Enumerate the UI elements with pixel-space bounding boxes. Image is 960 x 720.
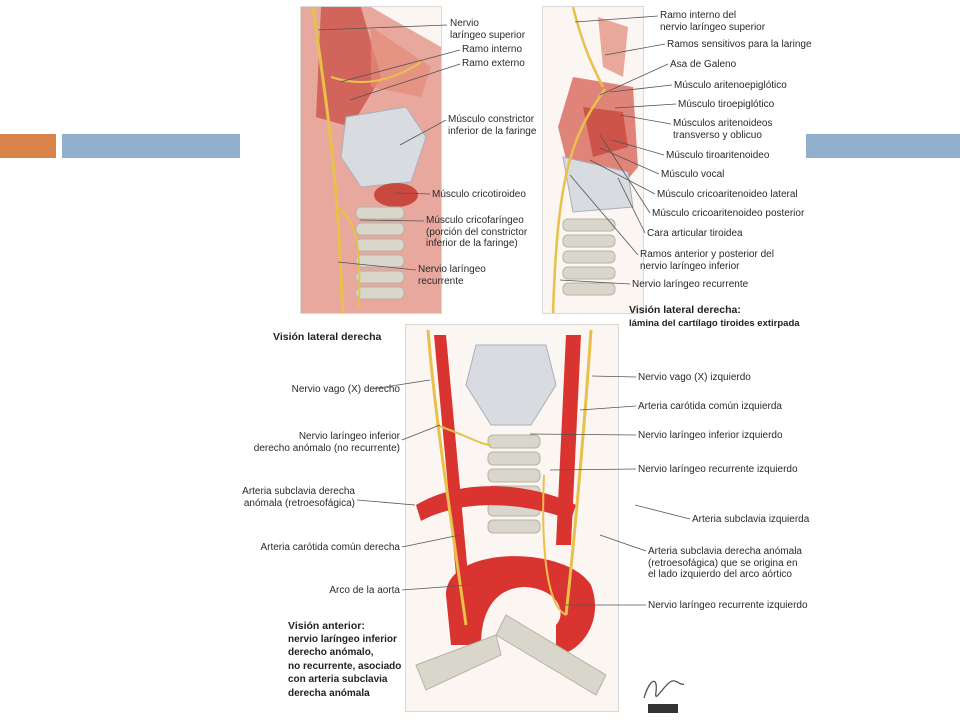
label-right-common-carotid: Arteria carótida común derecha [260, 542, 400, 553]
label-galen-loop: Asa de Galeno [670, 59, 737, 70]
label-cricopharyngeus: Músculo cricofaríngeo (porción del const… [426, 215, 528, 249]
larynx-dissected-illustration [551, 6, 638, 314]
figure-lateral-right-thyroid-removed [542, 6, 644, 314]
label-arytenoid-muscles: Músculos aritenoideos transverso y oblic… [673, 118, 773, 141]
accent-band-orange [0, 134, 56, 158]
label-aberrant-right-subclavian: Arteria subclavia derecha anómala (retro… [242, 486, 355, 509]
figure-anterior-view [405, 324, 619, 712]
caption-anterior-view: Visión anterior:nervio laríngeo inferior… [288, 620, 402, 699]
label-left-vagus: Nervio vago (X) izquierdo [638, 372, 751, 383]
label-aryepiglottic: Músculo aritenoepiglótico [674, 80, 787, 91]
label-inferior-laryngeal-branches: Ramos anterior y posterior del nervio la… [640, 249, 774, 272]
label-left-inferior-laryngeal: Nervio laríngeo inferior izquierdo [638, 430, 783, 441]
accent-band-blue-right [806, 134, 960, 158]
label-internal-branch-superior-laryngeal: Ramo interno del nervio laríngeo superio… [660, 10, 766, 33]
caption-lateral-right: Visión lateral derecha [273, 331, 382, 343]
label-left-common-carotid: Arteria carótida común izquierda [638, 401, 782, 412]
label-right-vagus: Nervio vago (X) derecho [291, 384, 400, 395]
netter-signature-icon [643, 680, 685, 713]
label-recurrent-laryngeal-nerve-right-fig: Nervio laríngeo recurrente [632, 279, 749, 290]
label-thyroid-articular-facet: Cara articular tiroidea [647, 228, 743, 239]
label-vocalis: Músculo vocal [661, 169, 725, 180]
accent-band-blue-left [62, 134, 240, 158]
label-sensory-branches: Ramos sensitivos para la laringe [667, 39, 812, 50]
label-superior-laryngeal-nerve: Nervio laríngeo superior [450, 18, 526, 41]
label-right-nonrecurrent-laryngeal: Nervio laríngeo inferior derecho anómalo… [253, 431, 400, 454]
label-left-subclavian: Arteria subclavia izquierda [692, 514, 810, 525]
label-left-recurrent-laryngeal-lower: Nervio laríngeo recurrente izquierdo [648, 600, 808, 611]
aortic-arch-illustration [415, 329, 607, 696]
label-lateral-cricoarytenoid: Músculo cricoaritenoideo lateral [657, 189, 798, 200]
label-thyroepiglottic: Músculo tiroepiglótico [678, 99, 775, 110]
label-cricothyroid: Músculo cricotiroideo [432, 189, 526, 200]
label-aortic-arch: Arco de la aorta [329, 585, 400, 596]
label-external-branch: Ramo externo [462, 58, 525, 69]
label-aberrant-subclavian-origin: Arteria subclavia derecha anómala (retro… [648, 546, 802, 580]
caption-lateral-right-thyroid-removed: Visión lateral derecha:lámina del cartíl… [629, 304, 800, 329]
label-recurrent-laryngeal-nerve-left-fig: Nervio laríngeo recurrente [418, 264, 486, 287]
label-left-recurrent-laryngeal: Nervio laríngeo recurrente izquierdo [638, 464, 798, 475]
label-thyroarytenoid: Músculo tiroaritenoideo [666, 150, 770, 161]
label-inferior-constrictor: Músculo constrictor inferior de la farin… [448, 114, 537, 137]
label-posterior-cricoarytenoid: Músculo cricoaritenoideo posterior [652, 208, 805, 219]
label-internal-branch: Ramo interno [462, 44, 523, 55]
